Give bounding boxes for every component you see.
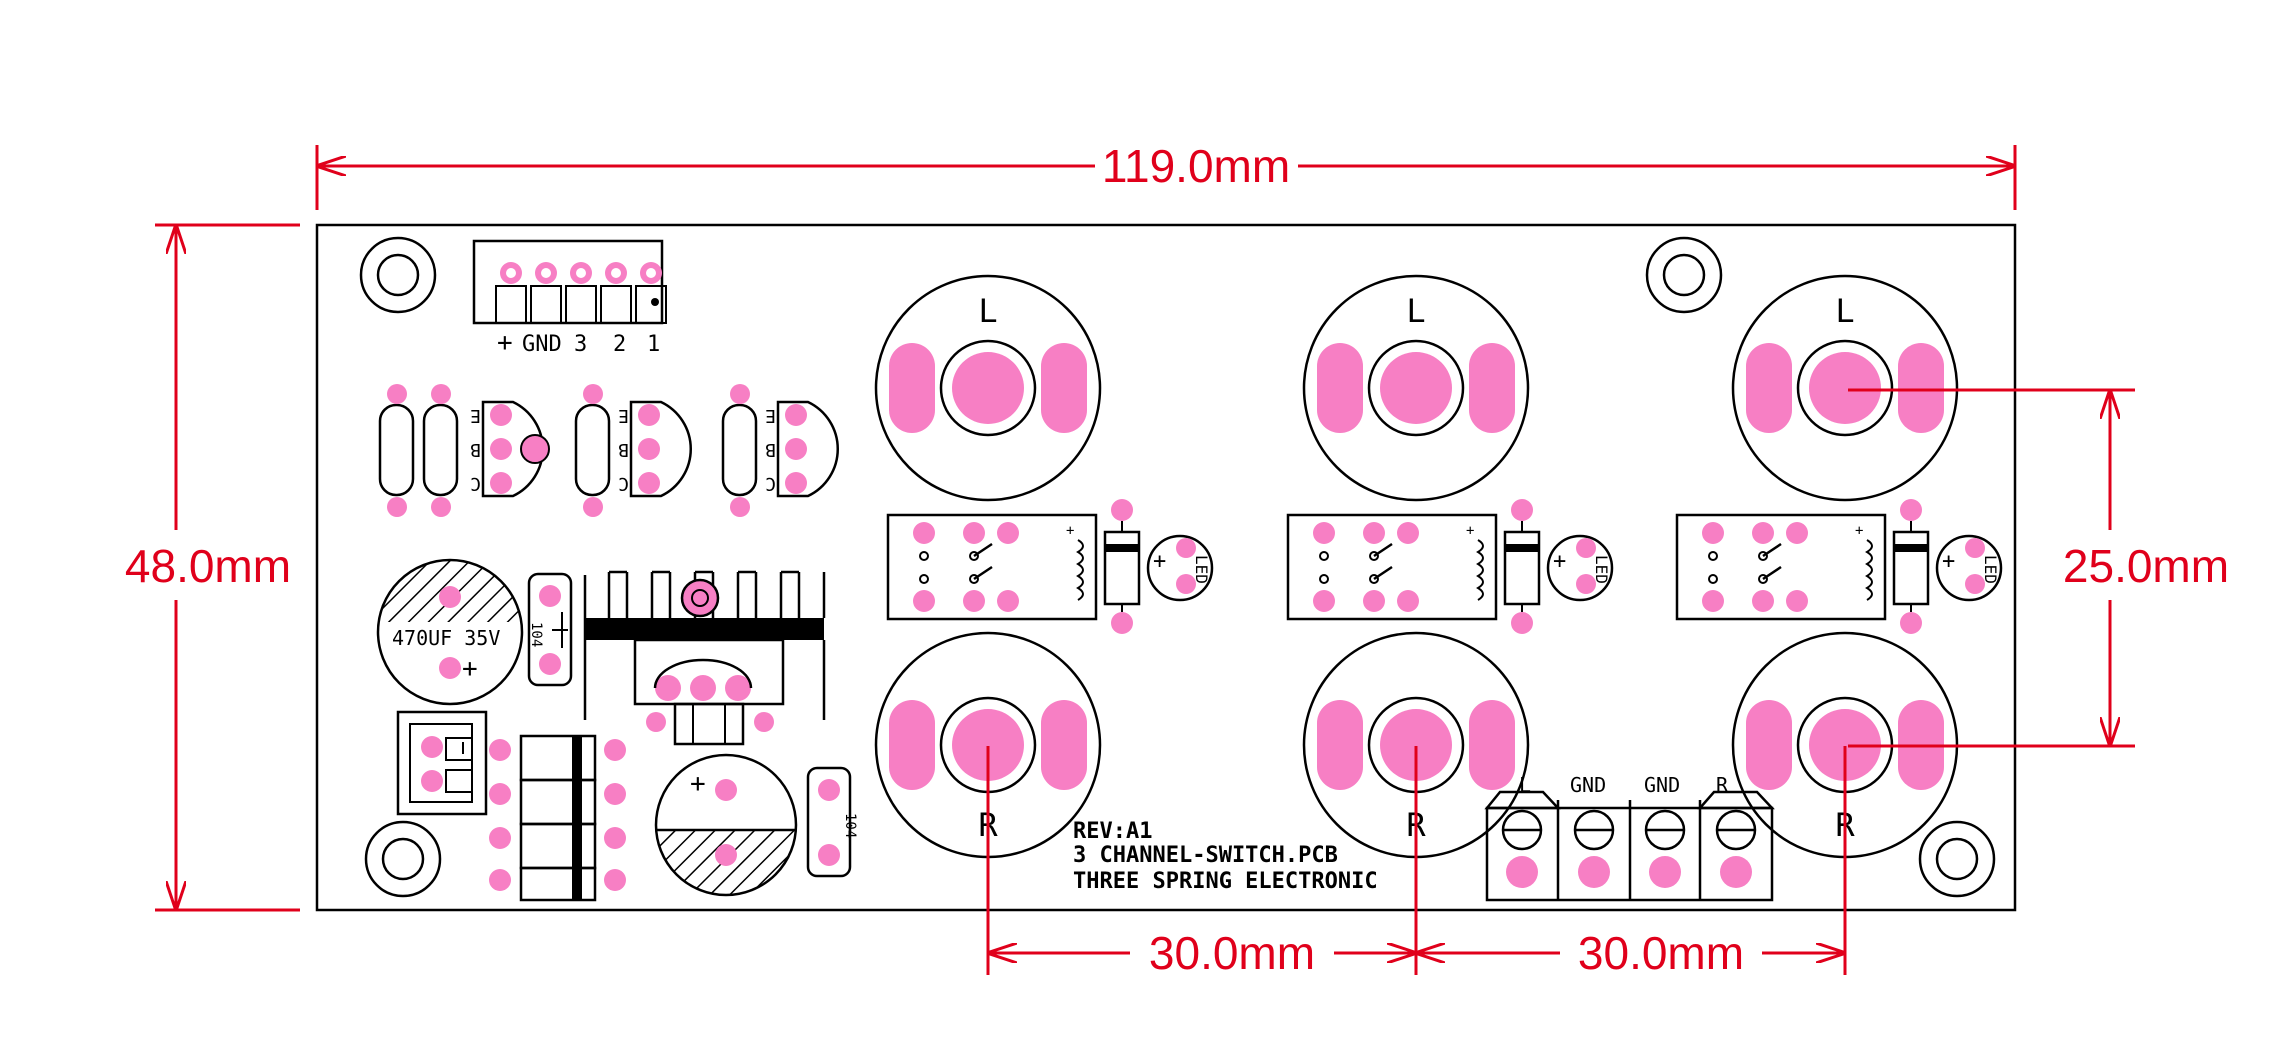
switch-top-1: L <box>874 274 1102 502</box>
transistor-1: E B C <box>470 400 550 498</box>
terminal-label-l: L <box>1519 773 1531 797</box>
mounting-hole-bottom-right <box>1918 820 1996 898</box>
capacitor-value-label: 470UF 35V <box>392 626 500 650</box>
led-label: LED <box>1592 555 1611 584</box>
ceramic-capacitor-label: 104 <box>528 622 544 647</box>
heatsink <box>583 570 826 720</box>
transistor-pin-e: E <box>618 405 629 426</box>
switch-bottom-1: R <box>874 631 1102 859</box>
connector-pin-2: 2 <box>613 332 626 357</box>
resistor-1 <box>378 384 415 517</box>
transistor-pin-c: C <box>618 473 629 494</box>
capacitor-plus-label: + <box>462 654 478 684</box>
relay-module-1: + + LED <box>886 499 1214 634</box>
transistor-pin-b: B <box>470 439 481 460</box>
relay-module-3: + + LED <box>1675 499 2003 634</box>
led-label: LED <box>1981 555 2000 584</box>
dimension-width-label: 119.0mm <box>1102 140 1290 192</box>
relay-plus-label: + <box>1066 523 1074 539</box>
led-plus-label: + <box>1153 549 1166 574</box>
relay-modules: + + LED + + LED + + LED <box>886 499 2003 634</box>
capacitor-470uf: 470UF 35V + <box>376 558 524 706</box>
switch-top-2: L <box>1302 274 1530 502</box>
relay-plus-label: + <box>1855 523 1863 539</box>
board-revision: REV:A1 <box>1073 819 1152 844</box>
mounting-hole-top-right <box>1645 236 1723 314</box>
voltage-regulator <box>633 638 785 746</box>
transistor-3: E B C <box>765 400 839 498</box>
transistor-pin-b: B <box>765 439 776 460</box>
relay-plus-label: + <box>1466 523 1474 539</box>
capacitor-plus-label: + <box>690 769 706 799</box>
channel-label-top: L <box>978 292 997 330</box>
terminal-label-r: R <box>1716 773 1729 797</box>
channel-label-top: L <box>1835 292 1854 330</box>
output-terminal-block: L GND GND R <box>1484 773 1775 902</box>
power-input-connector <box>396 710 488 816</box>
dimension-height: 48.0mm <box>125 223 300 912</box>
dimension-width: 119.0mm <box>315 140 2017 210</box>
switch-top-3: L <box>1731 274 1959 502</box>
mounting-hole-bottom-left <box>364 820 442 898</box>
connector-pin-plus: + <box>497 328 513 358</box>
terminal-label-gnd-1: GND <box>1570 773 1606 797</box>
board-outline <box>315 223 2017 912</box>
dimension-switch-spacing-label: 25.0mm <box>2063 540 2229 592</box>
transistor-pin-e: E <box>765 405 776 426</box>
dimension-switch-spacing: 25.0mm <box>1848 388 2229 748</box>
resistor-4 <box>721 384 758 517</box>
terminal-label-gnd-2: GND <box>1644 773 1680 797</box>
ceramic-capacitor-label: 104 <box>842 813 858 838</box>
transistor-pin-c: C <box>470 473 481 494</box>
relay-module-2: + + LED <box>1286 499 1614 634</box>
control-connector: + GND 3 2 1 <box>472 239 667 358</box>
led-plus-label: + <box>1553 549 1566 574</box>
connector-pin-1: 1 <box>647 332 660 357</box>
dimension-spacing-left-label: 30.0mm <box>1149 927 1315 979</box>
dimension-horizontal-spacing: 30.0mm 30.0mm <box>986 746 1847 979</box>
mounting-hole-top-left <box>359 236 437 314</box>
transistor-pin-b: B <box>618 439 629 460</box>
led-label: LED <box>1192 555 1211 584</box>
resistor-3 <box>574 384 611 517</box>
transistor-2: E B C <box>618 400 692 498</box>
connector-pin-gnd: GND <box>522 332 562 357</box>
channel-switches: LRLRLR <box>874 274 1959 859</box>
ceramic-capacitor-1: 104 <box>527 572 573 687</box>
ceramic-capacitor-2: 104 <box>806 766 858 878</box>
board-name: 3 CHANNEL-SWITCH.PCB <box>1073 843 1338 868</box>
transistor-pin-c: C <box>765 473 776 494</box>
capacitor-2: + <box>654 753 798 897</box>
led-plus-label: + <box>1942 549 1955 574</box>
rectifier-diodes <box>489 734 626 902</box>
channel-label-top: L <box>1406 292 1425 330</box>
board-maker: THREE SPRING ELECTRONIC <box>1073 869 1378 894</box>
resistor-2 <box>422 384 459 517</box>
transistor-pin-e: E <box>470 405 481 426</box>
dimension-height-label: 48.0mm <box>125 540 291 592</box>
dimension-spacing-right-label: 30.0mm <box>1578 927 1744 979</box>
connector-pin-3: 3 <box>574 332 587 357</box>
